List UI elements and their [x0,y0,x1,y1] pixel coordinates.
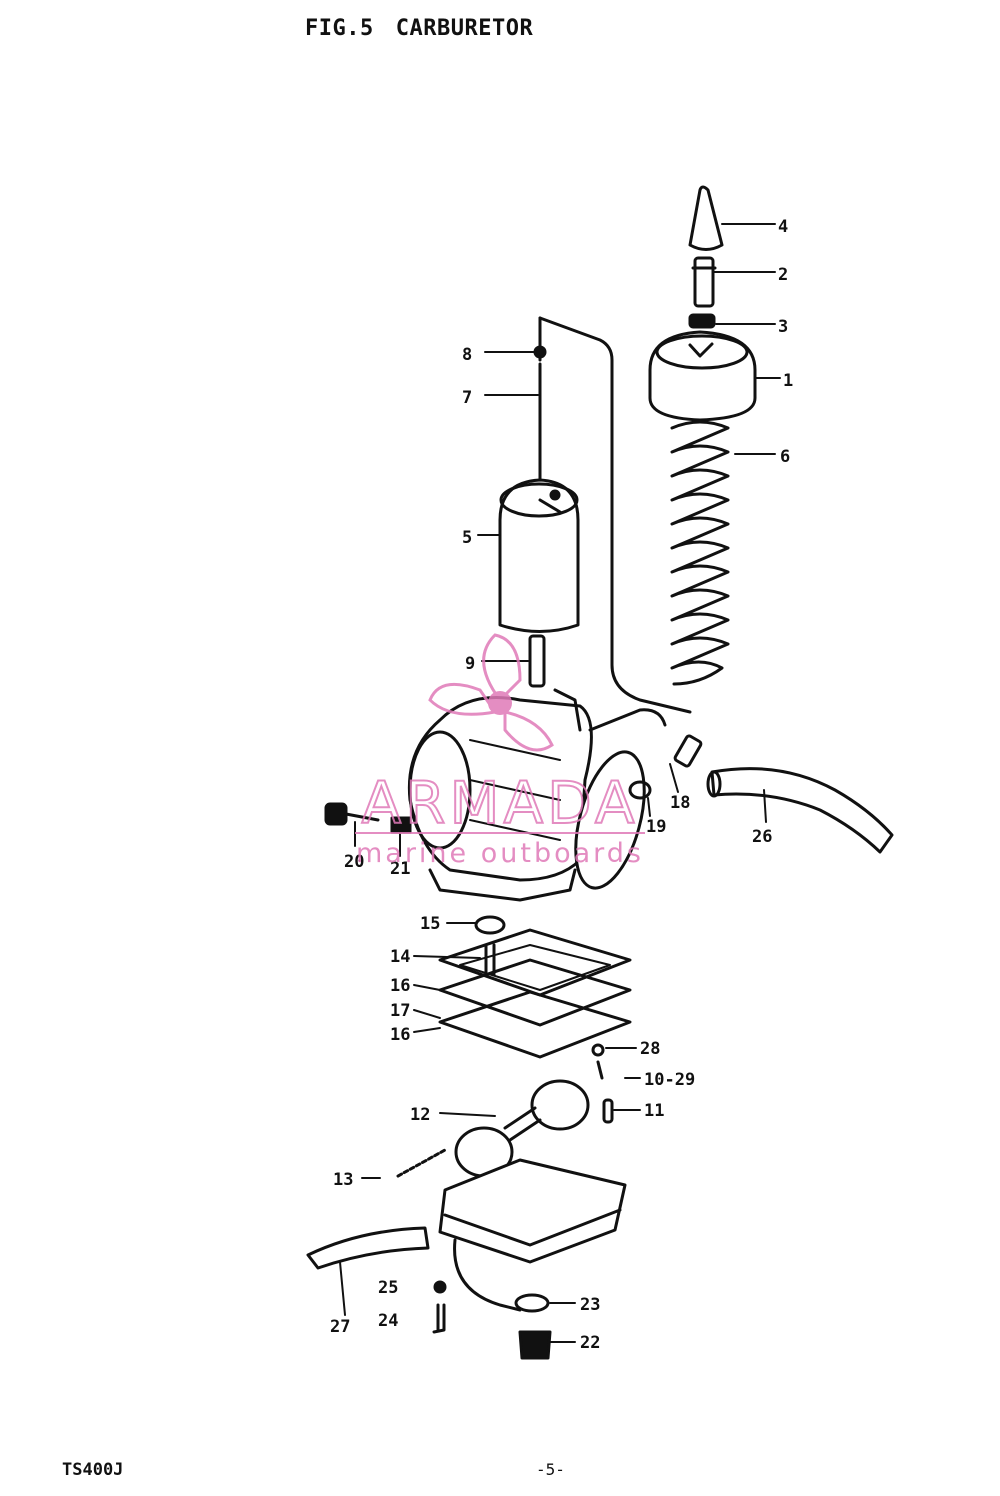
callout-20: 20 [344,852,364,872]
model-code: TS400J [62,1460,124,1480]
callout-28: 28 [640,1039,660,1059]
watermark-tagline: marine outboards [356,838,644,869]
figure-title: FIG.5 CARBURETOR [305,16,533,41]
figure-name: CARBURETOR [395,16,534,41]
callout-19: 19 [646,817,666,837]
part-10-screw [596,1060,604,1080]
cable-outline [538,316,692,714]
callout-11: 11 [644,1101,664,1121]
callout-24: 24 [378,1311,398,1331]
armada-watermark: ARMADA marine outboards [355,633,645,869]
part-4-cap [688,185,724,251]
callout-5: 5 [462,528,472,548]
part-18-fitting [673,734,703,768]
part-11-pin [602,1098,614,1124]
callout-22: 22 [580,1333,600,1353]
callout-16-upper: 16 [390,976,410,996]
callout-10-29: 10-29 [644,1070,695,1090]
part-13-pin [396,1148,447,1178]
part-6-spring [670,420,730,686]
part-9-jet [528,634,546,688]
callout-18: 18 [670,793,690,813]
part-14-needle-valve [484,943,496,977]
callout-6: 6 [780,447,790,467]
callout-21: 21 [390,859,410,879]
part-5-throttle-valve [498,478,580,633]
part-28-screw [591,1043,605,1057]
float-chamber-gaskets [438,928,632,1059]
part-19-fitting [628,780,652,800]
figure-number: FIG.5 [305,16,374,41]
part-22-drain-plug [518,1330,552,1360]
callout-1: 1 [783,371,793,391]
part-20-screw [324,802,348,826]
part-25-washer [433,1280,447,1294]
float-bowl [438,1158,627,1312]
page-number: -5- [536,1460,565,1479]
callout-13: 13 [333,1170,353,1190]
part-26-hose [710,767,894,854]
part-23-gasket [514,1293,550,1313]
callout-26: 26 [752,827,772,847]
callout-17: 17 [390,1001,410,1021]
part-12-float [454,1079,590,1178]
callout-7: 7 [462,388,472,408]
watermark-brand: ARMADA [361,769,638,837]
callout-27: 27 [330,1317,350,1337]
part-24-plug [432,1303,446,1334]
callout-8: 8 [462,345,472,365]
part-3-nut [688,313,716,329]
callout-12: 12 [410,1105,430,1125]
callout-16-lower: 16 [390,1025,410,1045]
callout-3: 3 [778,317,788,337]
callout-9: 9 [465,654,475,674]
part-2-adjuster [693,256,715,308]
callout-23: 23 [580,1295,600,1315]
callout-2: 2 [778,265,788,285]
part-15-seat [474,915,506,935]
carburetor-body [407,688,667,902]
part-27-hose [306,1226,430,1270]
part-8-clip [533,345,547,359]
callout-15: 15 [420,914,440,934]
part-1-top-cap [648,330,757,422]
callout-25: 25 [378,1278,398,1298]
callout-4: 4 [778,217,788,237]
callout-14: 14 [390,947,410,967]
